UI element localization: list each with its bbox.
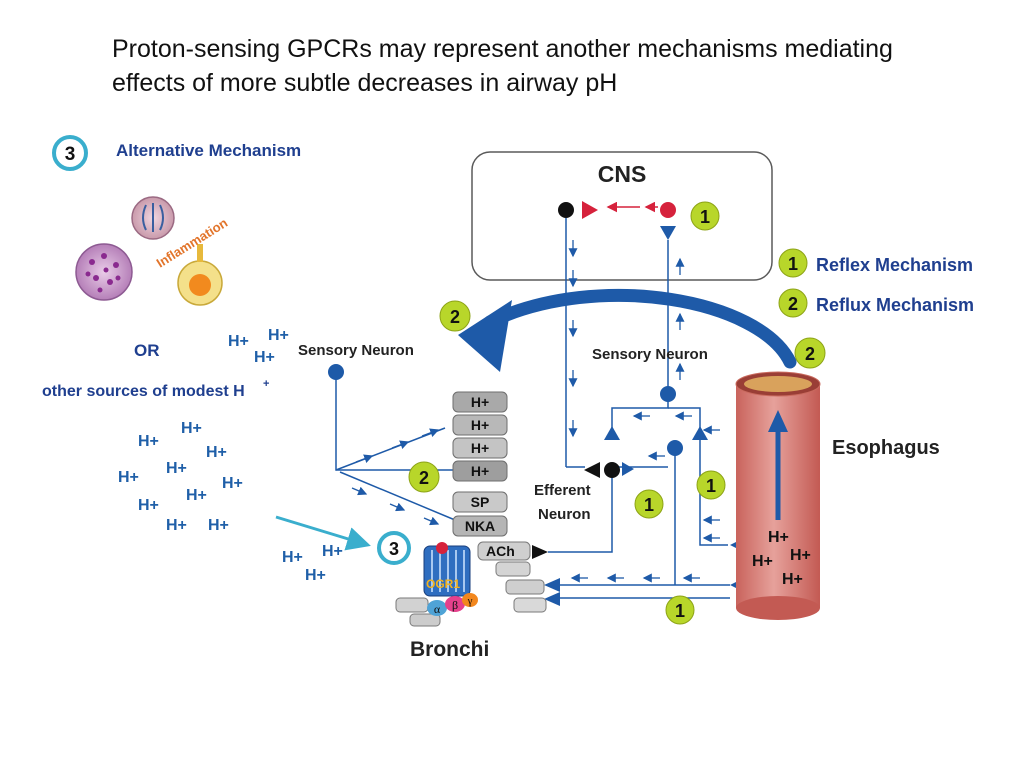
beta-subunit bbox=[445, 596, 465, 612]
sensory-neuron-right-label: Sensory Neuron bbox=[592, 346, 708, 363]
hplus-label: H+ bbox=[181, 420, 202, 437]
svg-text:α: α bbox=[434, 602, 441, 616]
other-sources-label: other sources of modest H bbox=[42, 383, 245, 400]
hplus-label: H+ bbox=[782, 571, 803, 588]
hplus-label: H+ bbox=[790, 547, 811, 564]
badge-1-right: 1 bbox=[696, 470, 726, 500]
efferent-neuron-body bbox=[604, 462, 620, 478]
reflex-label: Reflex Mechanism bbox=[816, 255, 973, 275]
granulocyte-cell-icon bbox=[75, 243, 133, 301]
alt-number: 3 bbox=[65, 144, 76, 165]
hplus-label: H+ bbox=[166, 460, 187, 477]
hplus-label: H+ bbox=[322, 543, 343, 560]
hplus-label: H+ bbox=[208, 517, 229, 534]
or-label: OR bbox=[134, 341, 160, 360]
svg-text:+: + bbox=[263, 378, 269, 390]
esophagus: H+ H+ H+ H+ bbox=[735, 371, 821, 620]
ogr1-receptor: OGR1 α β γ bbox=[423, 542, 478, 616]
efferent-label-line2: Neuron bbox=[538, 506, 591, 523]
hplus-label: H+ bbox=[222, 475, 243, 492]
stack-disc-3: H+ bbox=[452, 437, 508, 459]
svg-text:1: 1 bbox=[675, 601, 685, 621]
stack-label: NKA bbox=[465, 518, 495, 534]
sensory-neuron-right-body bbox=[660, 386, 676, 402]
sensory-neuron-left-label: Sensory Neuron bbox=[298, 342, 414, 359]
stack-label: H+ bbox=[471, 417, 489, 433]
badge-three-icon bbox=[52, 135, 88, 171]
badge-2-reflux-top: 2 bbox=[439, 300, 471, 332]
reflux-legend: 2 Reflux Mechanism bbox=[778, 288, 974, 318]
hplus-cluster: H+ H+ H+ H+ H+ H+ H+ H+ H+ H+ H+ H+ H+ H… bbox=[118, 327, 343, 584]
stack-label: SP bbox=[471, 494, 490, 510]
badge-1-cns: 1 bbox=[690, 201, 720, 231]
stack-label: H+ bbox=[471, 440, 489, 456]
ach-label: ACh bbox=[486, 543, 515, 559]
hplus-label: H+ bbox=[206, 444, 227, 461]
hplus-label: H+ bbox=[305, 567, 326, 584]
sensory-neuron-left-body bbox=[328, 364, 344, 380]
svg-text:3: 3 bbox=[389, 539, 399, 559]
esophagus-label: Esophagus bbox=[832, 437, 940, 459]
alt-mechanism-label: Alternative Mechanism bbox=[116, 141, 301, 160]
hplus-label: H+ bbox=[186, 487, 207, 504]
hplus-label: H+ bbox=[254, 349, 275, 366]
bronchi-stack: H+ H+ H+ H+ SP NKA ACh bbox=[395, 391, 547, 627]
badge-2-stack: 2 bbox=[408, 461, 440, 493]
gamma-subunit bbox=[462, 593, 478, 607]
hplus-label: H+ bbox=[228, 333, 249, 350]
svg-text:2: 2 bbox=[450, 307, 460, 327]
hplus-label: H+ bbox=[166, 517, 187, 534]
svg-text:1: 1 bbox=[644, 495, 654, 515]
svg-text:γ: γ bbox=[467, 595, 473, 607]
hplus-label: H+ bbox=[138, 497, 159, 514]
hplus-label: H+ bbox=[118, 469, 139, 486]
slide-title: Proton-sensing GPCRs may represent anoth… bbox=[112, 35, 893, 97]
alpha-subunit bbox=[427, 600, 447, 616]
cns-label: CNS bbox=[598, 161, 647, 187]
badge-1-efferent: 1 bbox=[634, 489, 664, 519]
badge-1-bottom: 1 bbox=[665, 595, 695, 625]
svg-text:1: 1 bbox=[700, 207, 710, 227]
cns-box: CNS bbox=[471, 151, 773, 281]
svg-text:1: 1 bbox=[706, 476, 716, 496]
hplus-label: H+ bbox=[138, 433, 159, 450]
stack-label: H+ bbox=[471, 394, 489, 410]
pathway-arrows bbox=[351, 240, 720, 583]
hplus-label: H+ bbox=[282, 549, 303, 566]
stack-disc-2: H+ bbox=[452, 414, 508, 436]
stack-disc-4: H+ bbox=[452, 460, 508, 482]
inflammation-cells: Inflammation bbox=[75, 196, 230, 306]
reflux-label: Reflux Mechanism bbox=[816, 295, 974, 315]
svg-text:2: 2 bbox=[805, 344, 815, 364]
stack-disc-6: NKA bbox=[452, 515, 508, 537]
stack-disc-1: H+ bbox=[452, 391, 508, 413]
ogr1-label: OGR1 bbox=[426, 577, 460, 591]
stack-disc-5: SP bbox=[452, 491, 508, 513]
svg-text:β: β bbox=[452, 598, 458, 612]
efferent-label-line1: Efferent bbox=[534, 482, 591, 499]
bronchi-label: Bronchi bbox=[410, 638, 489, 661]
hplus-label: H+ bbox=[268, 327, 289, 344]
reflex-legend: 1 Reflex Mechanism bbox=[778, 248, 973, 278]
reflux-arrow bbox=[458, 288, 797, 372]
alt-mechanism-legend: 3 Alternative Mechanism bbox=[52, 135, 301, 171]
reflux-number: 2 bbox=[788, 294, 798, 314]
hplus-label: H+ bbox=[768, 529, 789, 546]
hplus-label: H+ bbox=[752, 553, 773, 570]
svg-text:2: 2 bbox=[419, 468, 429, 488]
badge-2-esophagus: 2 bbox=[794, 337, 826, 369]
stack-label: H+ bbox=[471, 463, 489, 479]
reflex-number: 1 bbox=[788, 254, 798, 274]
badge-3-receptor: 3 bbox=[377, 531, 411, 565]
proton-arrow bbox=[275, 515, 371, 551]
